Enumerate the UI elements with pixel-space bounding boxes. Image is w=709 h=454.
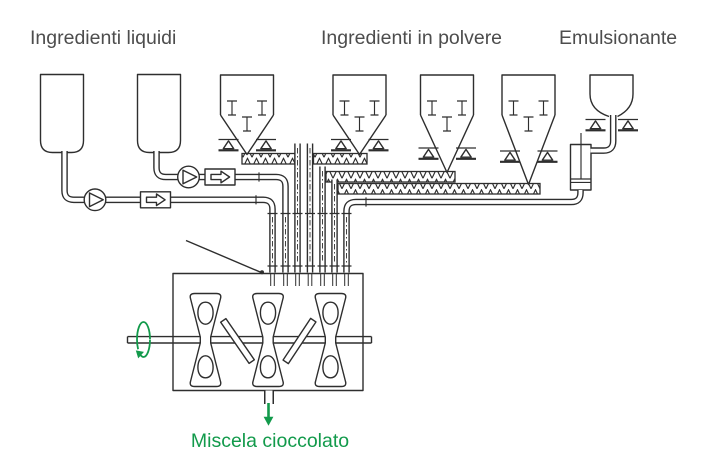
load-cell-icon — [616, 118, 640, 132]
powder-hopper-3 — [417, 74, 478, 174]
level-probe-icon — [456, 100, 468, 116]
mixer-brace-1 — [219, 317, 256, 365]
liquid-tank-1 — [39, 73, 85, 154]
rotation-arrow-icon — [135, 321, 151, 359]
label-liquid-ingredients: Ingredienti liquidi — [30, 27, 176, 49]
piping-layer — [61, 115, 617, 286]
mixer-layer — [126, 239, 373, 426]
label-emulsifier: Emulsionante — [559, 27, 677, 49]
load-cell-icon — [217, 138, 240, 152]
level-probe-icon — [522, 116, 535, 132]
mixer-brace-2 — [282, 317, 317, 365]
load-cell-icon — [367, 138, 390, 152]
equipment-layer — [39, 73, 640, 195]
flow-indicator-icon — [204, 168, 236, 186]
flow-indicator-icon — [139, 191, 172, 209]
output-arrow-icon — [263, 403, 274, 426]
mixer-inlet-nozzles — [270, 273, 349, 286]
dosing-cylinder — [569, 133, 592, 191]
label-output-mixture: Miscela cioccolato — [191, 430, 349, 452]
level-probe-icon — [338, 100, 351, 116]
load-cell-icon — [254, 138, 278, 152]
mixing-element-3 — [314, 292, 347, 388]
feed-line — [185, 239, 264, 275]
label-powder-ingredients: Ingredienti in polvere — [321, 27, 502, 49]
pipe-fittings — [255, 148, 367, 267]
labels-layer: Ingredienti liquidi Ingredienti in polve… — [30, 27, 677, 452]
screw-conveyor-2 — [312, 152, 368, 165]
level-probe-icon — [507, 100, 520, 116]
load-cell-icon — [454, 146, 478, 160]
powder-hopper-1 — [217, 74, 278, 156]
level-probe-icon — [353, 116, 366, 132]
emulsifier-tank — [584, 74, 640, 132]
mixing-element-1 — [189, 292, 222, 388]
pump-icon — [83, 188, 107, 212]
level-probe-icon — [241, 116, 253, 132]
screw-conveyor-3 — [325, 170, 456, 183]
mixer-shaft — [126, 335, 373, 344]
powder-hopper-2 — [329, 74, 390, 156]
load-cell-icon — [329, 138, 353, 152]
screw-conveyor-4 — [337, 182, 541, 195]
pump-icon — [176, 165, 201, 189]
level-probe-icon — [426, 100, 438, 116]
screw-conveyor-1 — [241, 152, 296, 165]
load-cell-icon — [584, 118, 607, 132]
liquid-tank-2 — [136, 73, 182, 154]
mixing-element-2 — [252, 292, 284, 388]
level-probe-icon — [368, 100, 381, 116]
load-cell-icon — [417, 146, 440, 160]
level-probe-icon — [441, 116, 453, 132]
powder-hopper-4 — [498, 74, 559, 186]
level-probe-icon — [256, 100, 268, 116]
level-probe-icon — [226, 100, 238, 116]
level-probe-icon — [537, 100, 550, 116]
